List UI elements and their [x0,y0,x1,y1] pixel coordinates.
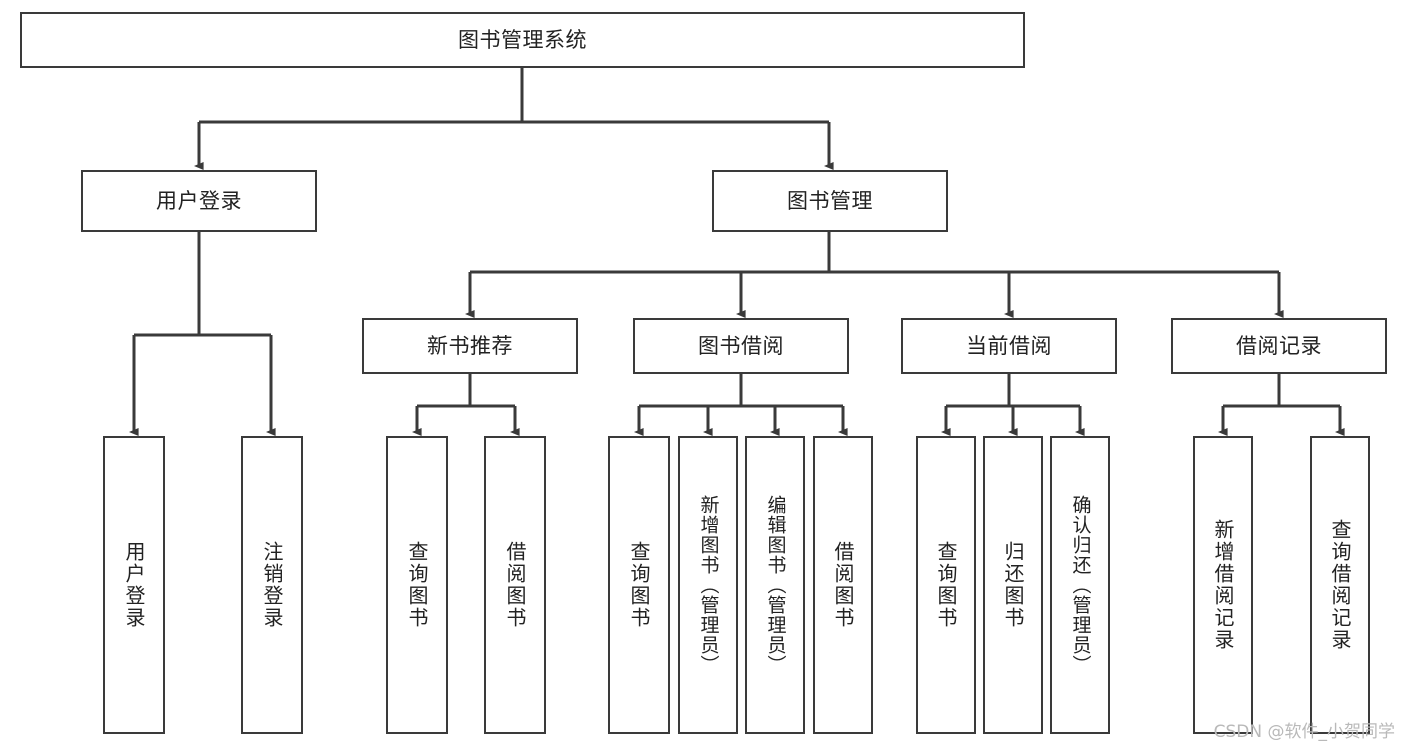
node-current-borrow-label: 当前借阅 [966,333,1052,358]
leaf-confirm-return[interactable]: 确认归还（管理员） [1050,436,1110,734]
leaf-edit-book-label: 编辑图书（管理员） [764,495,787,675]
leaf-query-book-2[interactable]: 查询图书 [608,436,670,734]
leaf-query-book-3-label: 查询图书 [934,541,958,629]
node-book-borrow[interactable]: 图书借阅 [633,318,849,374]
node-borrow-record[interactable]: 借阅记录 [1171,318,1387,374]
node-book-manage[interactable]: 图书管理 [712,170,948,232]
leaf-borrow-book-1-label: 借阅图书 [503,541,527,629]
node-book-manage-label: 图书管理 [787,188,873,213]
leaf-query-record[interactable]: 查询借阅记录 [1310,436,1370,734]
leaf-borrow-book-2-label: 借阅图书 [831,541,855,629]
node-current-borrow[interactable]: 当前借阅 [901,318,1117,374]
leaf-user-login[interactable]: 用户登录 [103,436,165,734]
leaf-logout[interactable]: 注销登录 [241,436,303,734]
leaf-return-book[interactable]: 归还图书 [983,436,1043,734]
leaf-query-book-1[interactable]: 查询图书 [386,436,448,734]
leaf-query-book-3[interactable]: 查询图书 [916,436,976,734]
leaf-logout-label: 注销登录 [260,541,284,629]
leaf-query-book-1-label: 查询图书 [405,541,429,629]
leaf-user-login-label: 用户登录 [122,541,146,629]
leaf-add-record-label: 新增借阅记录 [1211,519,1235,651]
leaf-borrow-book-1[interactable]: 借阅图书 [484,436,546,734]
node-new-book-rec-label: 新书推荐 [427,333,513,358]
leaf-return-book-label: 归还图书 [1001,541,1025,629]
node-root-label: 图书管理系统 [458,27,587,52]
leaf-edit-book[interactable]: 编辑图书（管理员） [745,436,805,734]
leaf-add-record[interactable]: 新增借阅记录 [1193,436,1253,734]
leaf-add-book-label: 新增图书（管理员） [697,495,720,675]
node-book-borrow-label: 图书借阅 [698,333,784,358]
leaf-borrow-book-2[interactable]: 借阅图书 [813,436,873,734]
leaf-query-book-2-label: 查询图书 [627,541,651,629]
node-borrow-record-label: 借阅记录 [1236,333,1322,358]
csdn-watermark: CSDN @软件_小贺同学 [1213,722,1395,742]
node-new-book-rec[interactable]: 新书推荐 [362,318,578,374]
leaf-add-book[interactable]: 新增图书（管理员） [678,436,738,734]
leaf-confirm-return-label: 确认归还（管理员） [1069,495,1092,675]
leaf-query-record-label: 查询借阅记录 [1328,519,1352,651]
node-root[interactable]: 图书管理系统 [20,12,1025,68]
node-user-login-label: 用户登录 [156,188,242,213]
node-user-login[interactable]: 用户登录 [81,170,317,232]
